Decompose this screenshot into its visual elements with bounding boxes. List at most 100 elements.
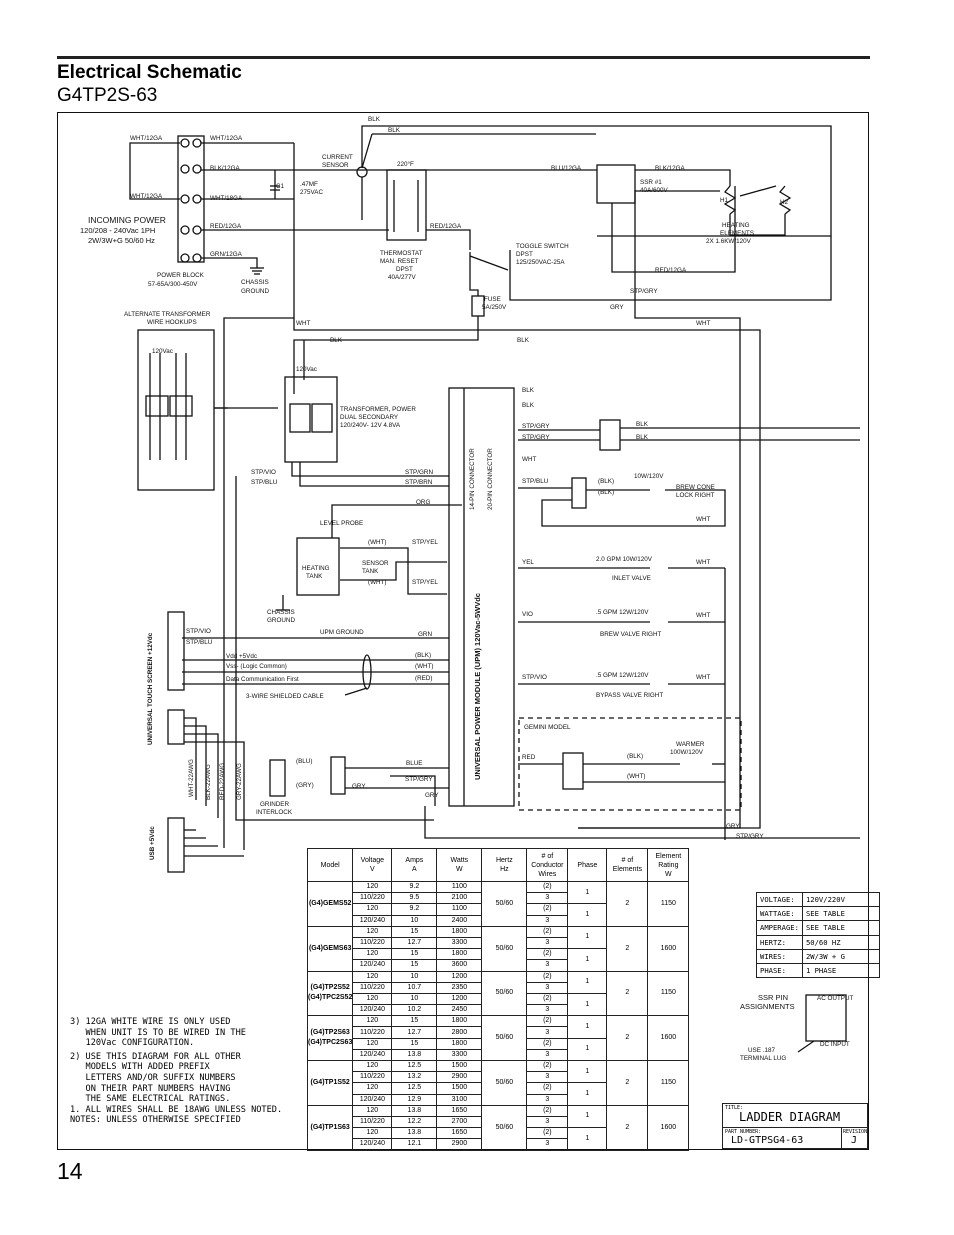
svg-text:BYPASS VALVE RIGHT: BYPASS VALVE RIGHT	[596, 692, 663, 699]
table-cell: 3	[526, 1004, 569, 1017]
svg-text:ELEMENTS: ELEMENTS	[720, 230, 754, 237]
table-cell: 3300	[436, 936, 483, 950]
table-cell: 120	[352, 1082, 393, 1095]
table-cell: (2)	[526, 1059, 569, 1073]
svg-text:Vss- (Logic Common): Vss- (Logic Common)	[226, 663, 287, 670]
table-cell: (2)	[526, 1015, 569, 1028]
svg-text:WHT: WHT	[696, 320, 710, 327]
svg-text:BREW CONE: BREW CONE	[676, 484, 715, 491]
svg-text:120/240V- 12V 4.8VA: 120/240V- 12V 4.8VA	[340, 422, 401, 429]
drawing-title: LADDER DIAGRAM	[739, 1110, 841, 1124]
notes-heading: NOTES: UNLESS OTHERWISE SPECIFIED	[70, 1115, 241, 1126]
svg-text:(WHT): (WHT)	[368, 579, 387, 586]
svg-text:120/208 - 240Vac 1PH: 120/208 - 240Vac 1PH	[80, 226, 155, 235]
table-cell: 15	[391, 925, 438, 938]
svg-text:UNIVERSAL TOUCH SCREEN +12Vdc: UNIVERSAL TOUCH SCREEN +12Vdc	[147, 632, 154, 745]
svg-text:WHT: WHT	[522, 456, 536, 463]
svg-text:20-PIN CONNECTOR: 20-PIN CONNECTOR	[487, 448, 494, 510]
svg-text:ORG: ORG	[416, 499, 430, 506]
svg-text:INLET VALVE: INLET VALVE	[612, 575, 651, 582]
table-cell: 120/240	[352, 1093, 393, 1106]
table-cell: 1200	[436, 970, 483, 983]
table-cell: 3	[526, 892, 569, 905]
note-2: 2) USE THIS DIAGRAM FOR ALL OTHER MODELS…	[70, 1051, 241, 1105]
svg-text:GRY-22AWG: GRY-22AWG	[236, 763, 243, 800]
svg-text:(BLK): (BLK)	[415, 652, 431, 659]
spec-row: HERTZ:50/60 HZ	[756, 934, 880, 950]
table-cell: 1	[567, 1037, 608, 1062]
spec-label: HERTZ:	[756, 934, 803, 950]
table-cell: 3	[526, 1138, 569, 1151]
svg-text:LEVEL PROBE: LEVEL PROBE	[320, 520, 363, 527]
svg-text:STP/BLU: STP/BLU	[522, 478, 549, 485]
table-cell: 12.2	[391, 1115, 438, 1129]
table-cell: (2)	[526, 992, 569, 1006]
svg-text:CHASSIS: CHASSIS	[241, 279, 269, 286]
table-cell: 15	[391, 1015, 438, 1028]
table-cell: 9.5	[391, 892, 438, 905]
table-cell: 50/60	[481, 1015, 528, 1061]
table-cell: 50/60	[481, 970, 528, 1017]
table-cell: 120/240	[352, 1004, 393, 1017]
svg-text:BLK: BLK	[330, 337, 343, 344]
table-cell: 2	[606, 970, 649, 1017]
svg-text:TANK: TANK	[362, 568, 379, 575]
table-cell: 1800	[436, 948, 483, 961]
svg-text:STP/VIO: STP/VIO	[522, 674, 547, 681]
svg-text:.5 GPM 12W/120V: .5 GPM 12W/120V	[596, 609, 649, 616]
svg-text:INTERLOCK: INTERLOCK	[256, 809, 293, 816]
table-cell: 1	[567, 1127, 608, 1151]
table-cell: 1650	[436, 1104, 483, 1117]
table-cell: 1	[567, 1104, 608, 1129]
svg-text:FUSE: FUSE	[484, 296, 501, 303]
spec-value: 50/60 HZ	[801, 934, 880, 950]
table-cell: 50/60	[481, 1104, 528, 1151]
svg-text:VIO: VIO	[522, 611, 533, 618]
svg-text:2.0 GPM 10W/120V: 2.0 GPM 10W/120V	[596, 556, 653, 563]
svg-text:WHT/12GA: WHT/12GA	[130, 193, 163, 200]
table-cell: 120	[352, 948, 393, 961]
svg-text:BLK-22AWG: BLK-22AWG	[205, 764, 212, 800]
table-cell: 1600	[647, 1104, 690, 1151]
svg-text:BLK: BLK	[522, 402, 535, 409]
table-cell: 3	[526, 1026, 569, 1039]
svg-text:BLK: BLK	[517, 337, 530, 344]
part-number: LD-GTPSG4-63	[731, 1135, 804, 1146]
svg-text:Vdd +5Vdc: Vdd +5Vdc	[226, 653, 257, 660]
table-cell: (G4)GEMS63	[306, 925, 354, 972]
svg-text:TERMINAL LUG: TERMINAL LUG	[740, 1055, 786, 1062]
table-cell: 15	[391, 959, 438, 972]
svg-text:(BLK): (BLK)	[598, 478, 614, 485]
table-cell: 2700	[436, 1115, 483, 1129]
svg-text:WHT: WHT	[696, 516, 710, 523]
table-cell: 12.1	[391, 1138, 438, 1151]
svg-text:GRY: GRY	[726, 823, 740, 830]
svg-text:AC OUTPUT: AC OUTPUT	[817, 995, 854, 1002]
table-cell: 1800	[436, 1037, 483, 1050]
table-cell: 1	[567, 903, 608, 927]
table-cell: 120/240	[352, 1138, 393, 1151]
svg-text:WHT-22AWG: WHT-22AWG	[188, 759, 195, 797]
table-cell: 110/220	[352, 1071, 393, 1084]
note-3: 3) 12GA WHITE WIRE IS ONLY USED WHEN UNI…	[70, 1017, 246, 1049]
svg-text:GRINDER: GRINDER	[260, 801, 289, 808]
table-cell: 12.7	[391, 936, 438, 950]
svg-text:C1: C1	[276, 183, 285, 190]
table-cell: 50/60	[481, 1060, 528, 1106]
spec-row: PHASE:1 PHASE	[756, 962, 880, 979]
svg-text:(BLK): (BLK)	[627, 753, 643, 760]
svg-text:WHT/12GA: WHT/12GA	[130, 135, 163, 142]
table-cell: 2900	[436, 1071, 483, 1084]
svg-text:STP/VIO: STP/VIO	[186, 628, 211, 635]
